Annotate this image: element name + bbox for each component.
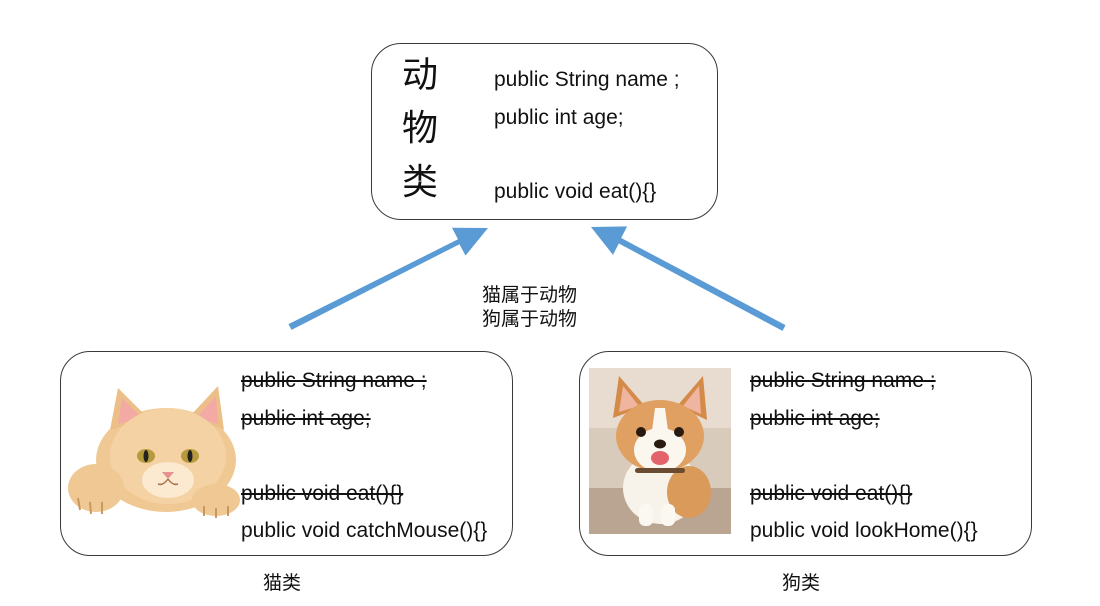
cat-inherited-method-eat: public void eat(){}: [241, 482, 404, 505]
cat-to-animal-arrow: [288, 227, 488, 330]
dog-class-caption: 狗类: [782, 572, 821, 594]
relation-label-dog: 狗属于动物: [482, 308, 578, 330]
animal-title-char-3: 类: [402, 162, 439, 203]
dog-to-animal-arrow: [591, 226, 786, 331]
animal-method-eat: public void eat(){}: [494, 180, 657, 203]
animal-field-age: public int age;: [494, 106, 624, 129]
dog-image: [589, 368, 731, 534]
cat-inherited-field-age: public int age;: [241, 407, 371, 430]
dog-inherited-method-eat: public void eat(){}: [750, 482, 913, 505]
cat-method-catch-mouse: public void catchMouse(){}: [241, 519, 488, 542]
relation-label-cat: 猫属于动物: [482, 284, 578, 306]
animal-title-char-1: 动: [402, 55, 439, 96]
cat-class-caption: 猫类: [263, 572, 302, 594]
animal-title-char-2: 物: [402, 108, 439, 149]
dog-inherited-field-name: public String name ;: [750, 369, 936, 392]
dog-method-look-home: public void lookHome(){}: [750, 519, 978, 542]
cat-inherited-field-name: public String name ;: [241, 369, 427, 392]
animal-field-name: public String name ;: [494, 68, 680, 91]
dog-inherited-field-age: public int age;: [750, 407, 880, 430]
animal-class-box: [371, 43, 718, 220]
cat-image: [68, 386, 240, 518]
